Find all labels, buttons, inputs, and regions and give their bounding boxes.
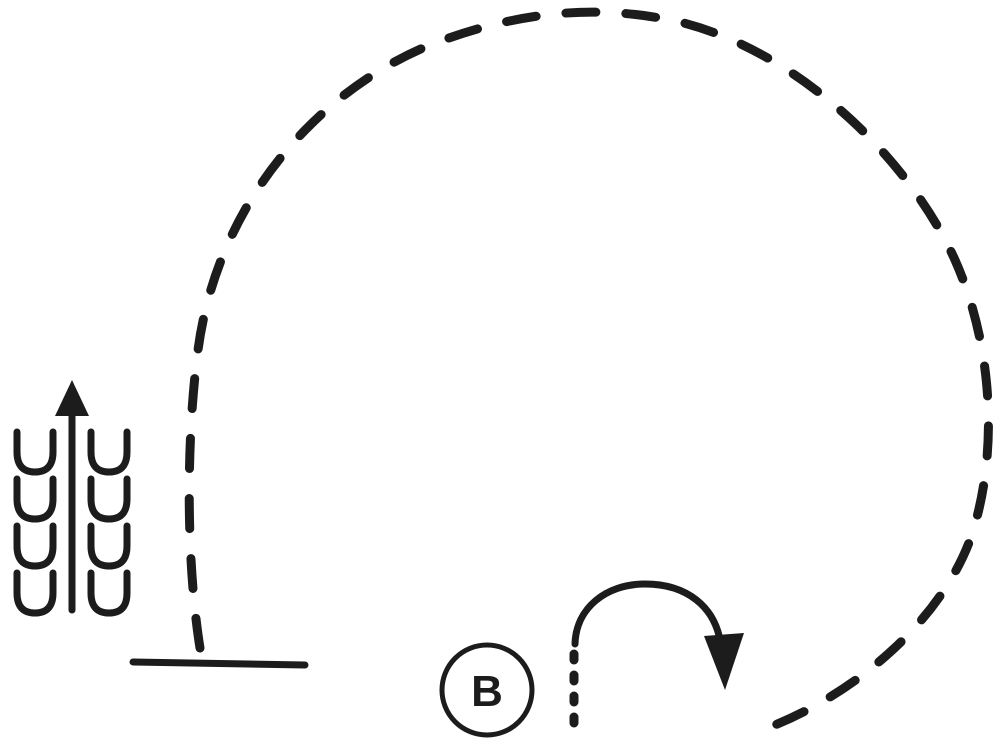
point-label-text: B [471,667,503,716]
left-file [13,428,57,617]
arrow-head [55,380,89,416]
curved-turn-arrow-icon [571,580,744,690]
marcher [87,569,131,617]
marcher [87,475,131,523]
marcher [87,428,131,476]
marcher [13,428,57,476]
marcher [87,522,131,570]
point-label-circle [439,642,535,738]
turn-arrow-head [704,633,744,690]
marcher [13,475,57,523]
start-line [129,658,309,669]
dashed-march-route [184,7,993,730]
point-label-b: B [439,642,535,738]
marcher [13,522,57,570]
marcher [13,569,57,617]
forward-arrow-icon [55,380,89,614]
right-file [87,428,131,617]
column-of-marchers-icon [13,380,131,617]
turn-arrow-arc [571,580,725,650]
